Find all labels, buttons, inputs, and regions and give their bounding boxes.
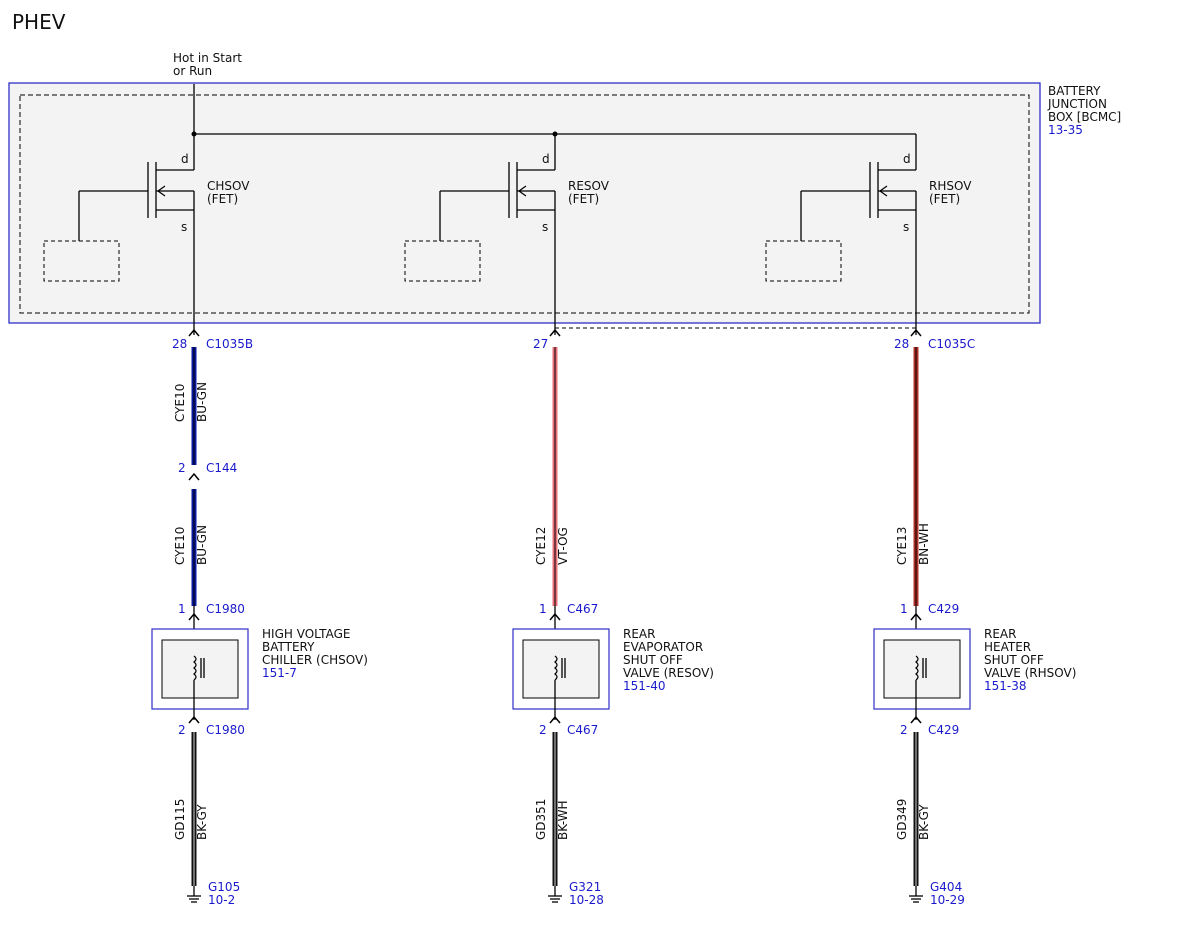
bjb-pin-number: 27 [533, 337, 548, 351]
bjb-pin-number: 28 [894, 337, 909, 351]
fet-name: RHSOV [929, 179, 972, 193]
solenoid-coil-icon [193, 655, 197, 681]
component-pin-in: 1 [178, 602, 186, 616]
fet-source-label: s [903, 220, 909, 234]
fet-type: (FET) [568, 192, 599, 206]
wire-color-label: BN-WH [917, 523, 931, 565]
component-pin-out: 2 [900, 723, 908, 737]
component-name-line: SHUT OFF [623, 653, 683, 667]
fet-drain-label: d [903, 152, 911, 166]
solenoid-coil-icon [554, 655, 558, 681]
fet-drain-label: d [181, 152, 189, 166]
fet-source-label: s [542, 220, 548, 234]
wire-color-label: BU-GN [195, 525, 209, 565]
wire-color-label: BK-GY [195, 804, 209, 840]
power-label-line2: or Run [173, 64, 212, 78]
component-pin-in: 1 [900, 602, 908, 616]
fet-name: RESOV [568, 179, 610, 193]
junction-box-label-line2: JUNCTION [1047, 97, 1107, 111]
component-name-line: CHILLER (CHSOV) [262, 653, 368, 667]
component-body [161, 639, 239, 699]
wire-circuit-label: GD349 [895, 799, 909, 840]
solenoid-coil-icon [915, 655, 919, 681]
junction-box-label-line3: BOX [BCMC] [1048, 110, 1121, 124]
component-connector-id: C467 [567, 602, 598, 616]
fet-name: CHSOV [207, 179, 250, 193]
wire-circuit-label: GD115 [173, 799, 187, 840]
connector-arrow-icon [549, 715, 561, 724]
power-label-line1: Hot in Start [173, 51, 242, 65]
connector-arrow-icon [910, 715, 922, 724]
connector-arrow-icon [188, 715, 200, 724]
component-pin-in: 1 [539, 602, 547, 616]
component-pin-out: 2 [539, 723, 547, 737]
fet-type: (FET) [207, 192, 238, 206]
inline-connector-id: C144 [206, 461, 237, 475]
fet-drain-label: d [542, 152, 550, 166]
component-name-line: REAR [623, 627, 655, 641]
component-connector-id: C429 [928, 602, 959, 616]
page-title: PHEV [12, 10, 66, 34]
connector-arrow-icon [188, 328, 200, 337]
wire-color-label: BU-GN [195, 382, 209, 422]
connector-arrow-icon [910, 612, 922, 621]
bjb-pin-number: 28 [172, 337, 187, 351]
fet-body-arrow-icon [156, 185, 166, 197]
component-body [522, 639, 600, 699]
inline-pin-number: 2 [178, 461, 186, 475]
wire-circuit-label: CYE12 [534, 527, 548, 565]
component-ref: 151-38 [984, 679, 1027, 693]
connector-arrow-icon [188, 612, 200, 621]
component-name-line: VALVE (RHSOV) [984, 666, 1076, 680]
control-module-box [404, 240, 481, 282]
wire-color-label: BK-GY [917, 804, 931, 840]
connector-arrow-icon [549, 328, 561, 337]
ground-ref: 10-29 [930, 893, 965, 907]
connector-arrow-icon [188, 472, 200, 481]
component-body [883, 639, 961, 699]
ground-ref: 10-2 [208, 893, 235, 907]
wire-color-label: VT-OG [556, 527, 570, 565]
control-module-box [43, 240, 120, 282]
fet-source-label: s [181, 220, 187, 234]
bjb-connector-id: C1035C [928, 337, 975, 351]
junction-box-ref: 13-35 [1048, 123, 1083, 137]
junction-box-label-line1: BATTERY [1048, 84, 1101, 98]
ground-id: G404 [930, 880, 962, 894]
wire-circuit-label: CYE10 [173, 384, 187, 422]
junction-box-outline [8, 82, 1041, 324]
component-name-line: SHUT OFF [984, 653, 1044, 667]
component-pin-out: 2 [178, 723, 186, 737]
fet-body-arrow-icon [517, 185, 527, 197]
wire-circuit-label: GD351 [534, 799, 548, 840]
wire-circuit-label: CYE10 [173, 527, 187, 565]
bjb-connector-id: C1035B [206, 337, 253, 351]
fet-type: (FET) [929, 192, 960, 206]
component-name-line: EVAPORATOR [623, 640, 703, 654]
component-name-line: REAR [984, 627, 1016, 641]
component-name-line: BATTERY [262, 640, 315, 654]
connector-arrow-icon [910, 328, 922, 337]
component-connector-id: C1980 [206, 602, 245, 616]
junction-box-inner-boundary [19, 94, 1030, 314]
control-module-box [765, 240, 842, 282]
component-ref: 151-40 [623, 679, 666, 693]
wire-circuit-label: CYE13 [895, 527, 909, 565]
connector-arrow-icon [549, 612, 561, 621]
ground-id: G321 [569, 880, 601, 894]
component-name-line: VALVE (RESOV) [623, 666, 714, 680]
component-ref: 151-7 [262, 666, 297, 680]
component-name-line: HEATER [984, 640, 1031, 654]
component-connector-id: C1980 [206, 723, 245, 737]
fet-body-arrow-icon [878, 185, 888, 197]
component-connector-id: C467 [567, 723, 598, 737]
ground-ref: 10-28 [569, 893, 604, 907]
wire-color-label: BK-WH [556, 800, 570, 840]
ground-id: G105 [208, 880, 240, 894]
component-connector-id: C429 [928, 723, 959, 737]
component-name-line: HIGH VOLTAGE [262, 627, 350, 641]
